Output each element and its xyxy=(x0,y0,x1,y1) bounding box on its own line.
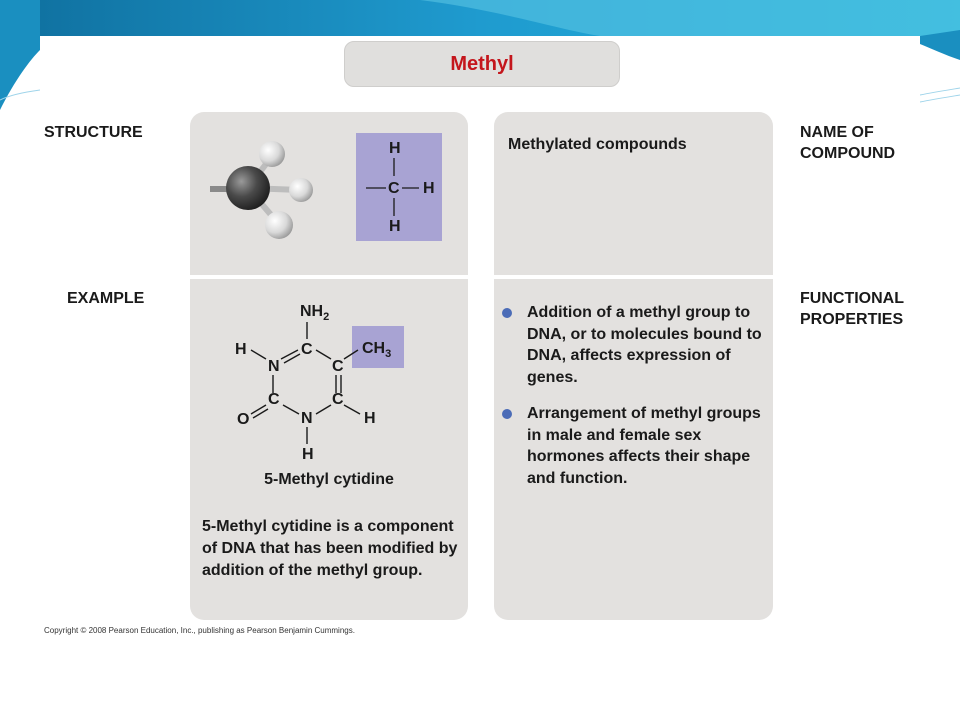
formula-hydrogen-bottom: H xyxy=(389,218,401,235)
functional-properties-panel xyxy=(494,279,773,620)
methyl-group-label: CH3 xyxy=(362,340,392,361)
ring-c-bottom-left: C xyxy=(268,391,280,408)
structural-formula-bonds xyxy=(366,158,419,216)
functional-properties-label: FUNCTIONAL PROPERTIES xyxy=(800,288,904,330)
decorative-line-left xyxy=(0,89,41,101)
decorative-line-right xyxy=(919,87,960,103)
example-panel xyxy=(190,279,468,620)
example-label: EXAMPLE xyxy=(67,290,145,307)
name-of-compound-line1: NAME OF xyxy=(800,124,874,141)
amino-group: NH2 xyxy=(300,303,330,324)
compound-name-panel xyxy=(494,112,773,275)
bullet-dot-icon xyxy=(502,308,512,318)
name-of-compound-label: NAME OF COMPOUND xyxy=(800,122,895,164)
formula-carbon: C xyxy=(388,180,400,197)
hydrogen-atom-top xyxy=(259,141,285,167)
carbon-atom xyxy=(226,166,270,210)
ring-n-bottom: N xyxy=(301,410,313,427)
hydrogen-atom-bottom xyxy=(265,211,293,239)
ring-c-top-right: C xyxy=(332,358,344,375)
left-banner-swoosh xyxy=(0,0,40,110)
methyl-group-highlight xyxy=(352,326,404,368)
compound-name: Methylated compounds xyxy=(508,136,687,153)
functional-properties-line2: PROPERTIES xyxy=(800,311,904,328)
copyright-notice: Copyright © 2008 Pearson Education, Inc.… xyxy=(44,626,355,635)
functional-bullet-2: Arrangement of methyl groups in male and… xyxy=(502,403,767,493)
bullet-dot-icon xyxy=(502,409,512,419)
ring-oxygen: O xyxy=(237,411,250,428)
ring-h-right: H xyxy=(364,410,376,427)
cytidine-ring-bonds xyxy=(250,322,361,444)
example-description: 5-Methyl cytidine is a component of DNA … xyxy=(202,518,458,579)
ring-h-left: H xyxy=(235,341,247,358)
formula-hydrogen-right: H xyxy=(423,180,435,197)
ring-c-top-left: C xyxy=(301,341,313,358)
banner-highlight xyxy=(420,0,960,36)
structural-formula-box xyxy=(356,133,442,241)
bullet-text: Arrangement of methyl groups in male and… xyxy=(527,405,761,487)
functional-properties-line1: FUNCTIONAL xyxy=(800,290,904,307)
ring-n-left: N xyxy=(268,358,280,375)
title-banner: Methyl xyxy=(344,41,620,87)
slide-content-area xyxy=(40,36,920,636)
name-of-compound-line2: COMPOUND xyxy=(800,145,896,162)
ring-h-bottom: H xyxy=(302,446,314,463)
formula-hydrogen-top: H xyxy=(389,140,401,157)
functional-bullet-1: Addition of a methyl group to DNA, or to… xyxy=(502,302,767,392)
bullet-text: Addition of a methyl group to DNA, or to… xyxy=(527,304,762,386)
right-banner-swoosh xyxy=(920,30,960,60)
hydrogen-atom-right xyxy=(289,178,313,202)
slide-title: Methyl xyxy=(450,52,514,75)
ring-c-bottom-right: C xyxy=(332,391,344,408)
methyl-3d-model xyxy=(210,141,313,239)
structure-label: STRUCTURE xyxy=(44,124,143,141)
example-caption: 5-Methyl cytidine xyxy=(264,471,394,488)
